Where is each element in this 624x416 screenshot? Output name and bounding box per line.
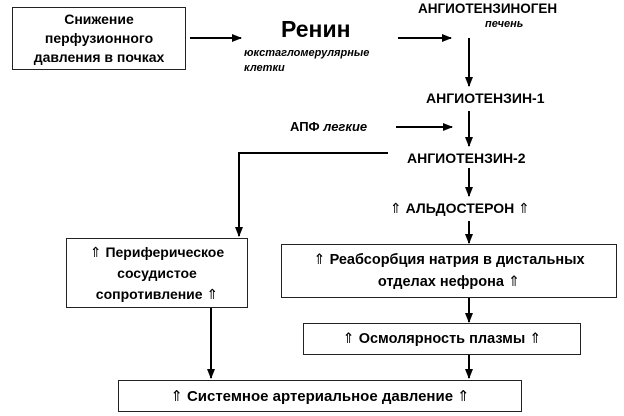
- perfusion-drop-line3: давления в почках: [33, 49, 165, 65]
- perfusion-drop-box: Снижение перфузионного давления в почках: [12, 7, 186, 70]
- sodium-reabsorption-box: ⇑ Реабсорбция натрия в дистальных отдела…: [281, 244, 617, 298]
- resistance-line1-wrap: ⇑ Периферическое: [90, 242, 224, 263]
- up-arrow-icon: ⇑: [457, 388, 470, 405]
- up-arrow-icon: ⇑: [313, 252, 326, 268]
- systemic-pressure-title: Системное артериальное давление: [186, 387, 454, 405]
- angiotensinogen-sub: печень: [485, 18, 524, 30]
- renin-sub-line1: юкстагломерулярные: [244, 47, 370, 59]
- up-arrow-icon: ⇑: [342, 331, 355, 347]
- renin-sub-line2: клетки: [244, 62, 285, 74]
- ace-sub: легкие: [323, 119, 368, 134]
- up-arrow-icon: ⇑: [89, 243, 102, 260]
- ace-title: АПФ: [290, 119, 320, 134]
- up-arrow-icon: ⇑: [507, 274, 521, 290]
- up-arrow-icon: ⇑: [518, 200, 530, 216]
- aldosterone-title: АЛЬДОСТЕРОН: [405, 200, 515, 216]
- reabsorption-line1-wrap: ⇑ Реабсорбция натрия в дистальных: [313, 249, 584, 271]
- peripheral-resistance-box: ⇑ Периферическое сосудистое сопротивлени…: [66, 238, 248, 308]
- plasma-osmolarity-box: ⇑ Осмолярность плазмы ⇑: [303, 323, 581, 355]
- perfusion-drop-line1: Снижение: [64, 11, 134, 27]
- resistance-line1: Периферическое: [105, 243, 225, 260]
- angiotensinogen-title: АНГИОТЕНЗИНОГЕН: [418, 1, 558, 16]
- reabsorption-line2: отделах нефрона: [377, 274, 504, 290]
- reabsorption-line1: Реабсорбция натрия в дистальных: [329, 252, 585, 268]
- up-arrow-icon: ⇑: [390, 200, 402, 216]
- systemic-pressure-box: ⇑ Системное артериальное давление ⇑: [118, 380, 522, 412]
- renin-title: Ренин: [281, 16, 351, 42]
- up-arrow-icon: ⇑: [529, 331, 542, 347]
- resistance-line3-wrap: сопротивление ⇑: [96, 284, 218, 305]
- resistance-line3: сопротивление: [95, 285, 203, 302]
- angiotensin2-title: АНГИОТЕНЗИН-2: [407, 150, 526, 166]
- reabsorption-line2-wrap: отделах нефрона ⇑: [378, 271, 520, 293]
- osmolarity-title: Осмолярность плазмы: [358, 331, 526, 347]
- angiotensin1-title: АНГИОТЕНЗИН-1: [426, 90, 545, 106]
- resistance-line2: сосудистое: [117, 264, 197, 281]
- up-arrow-icon: ⇑: [206, 285, 219, 302]
- aldosterone-label: ⇑ АЛЬДОСТЕРОН ⇑: [390, 200, 530, 217]
- arrow-angiotensin2-to-resistance: [235, 152, 388, 237]
- perfusion-drop-line2: перфузионного: [44, 30, 154, 46]
- up-arrow-icon: ⇑: [170, 388, 183, 405]
- ace-label: АПФ легкие: [290, 119, 367, 134]
